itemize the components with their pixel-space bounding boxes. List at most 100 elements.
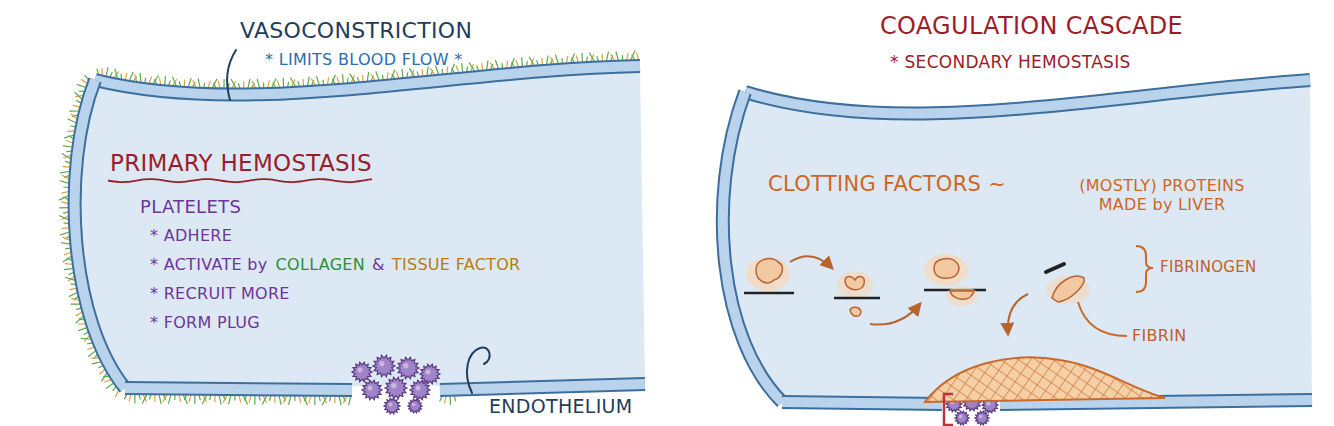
fibril: [291, 78, 296, 87]
fibril: [272, 79, 276, 88]
keyword: COLLAGEN: [276, 255, 366, 274]
fibril: [179, 394, 181, 401]
leader-line: [467, 348, 490, 393]
cascade: [1052, 276, 1084, 302]
fibril: [322, 396, 327, 405]
platelet: [388, 402, 392, 406]
fibril: [339, 396, 341, 405]
fibril: [541, 58, 543, 65]
fibril: [445, 396, 447, 403]
fibril: [299, 396, 301, 403]
fibril: [422, 69, 424, 76]
cascade: [924, 254, 968, 286]
heading: VASOCONSTRICTION: [240, 18, 472, 44]
fibril: [62, 175, 69, 179]
fibril: [631, 51, 635, 60]
fibril: [342, 75, 344, 84]
fibril: [60, 181, 69, 184]
fibril: [268, 81, 270, 88]
fibril: [219, 395, 221, 404]
fibril: [550, 58, 554, 65]
platelet: [352, 362, 372, 381]
subheading: * LIMITS BLOOD FLOW *: [265, 50, 463, 69]
fibril: [231, 80, 236, 89]
fibril: [106, 383, 113, 388]
fibril: [60, 216, 69, 220]
fibril: [129, 72, 133, 81]
fibril: [60, 207, 69, 208]
fibril: [490, 63, 494, 70]
fibril: [337, 77, 339, 84]
cascade: [934, 259, 959, 279]
fibril: [76, 312, 82, 316]
fibril: [243, 395, 247, 404]
fibril: [581, 53, 583, 62]
leader-line: [227, 50, 236, 100]
fibril: [289, 395, 291, 404]
fibril: [134, 394, 135, 403]
fibril: [223, 395, 227, 402]
fibril: [229, 395, 231, 404]
platelet: [986, 401, 990, 405]
fibril: [153, 76, 159, 84]
fibril: [71, 114, 77, 119]
fibril: [163, 394, 167, 401]
fibril: [279, 395, 281, 404]
fibril: [391, 70, 395, 79]
fibril: [371, 74, 375, 81]
fibril: [487, 61, 488, 70]
platelet: [408, 399, 422, 413]
cascade: [746, 257, 790, 291]
fibril: [521, 58, 523, 67]
part-label: FIBRINOGEN: [1160, 258, 1257, 276]
cascade: [834, 297, 880, 300]
fibril: [274, 395, 275, 402]
conjunction: &: [372, 255, 385, 274]
fibril: [212, 79, 217, 88]
fibril: [214, 395, 215, 402]
callout-label: ENDOTHELIUM: [489, 395, 633, 418]
fibril: [239, 395, 241, 402]
fibril: [194, 395, 195, 404]
fibril: [570, 54, 574, 63]
fibril: [105, 380, 112, 382]
platelet: [379, 361, 385, 367]
fibril: [309, 396, 311, 403]
fibril: [159, 394, 161, 403]
fibril: [278, 81, 280, 88]
vessel-rim: [723, 92, 782, 402]
underline: [108, 179, 372, 182]
cascade: [744, 246, 1153, 336]
platelet: [362, 380, 382, 399]
fibril: [92, 362, 101, 364]
fibril: [248, 79, 250, 88]
fibril: [64, 252, 71, 255]
vessel-wall: [745, 80, 1310, 114]
platelet: [416, 386, 421, 391]
vessel-rim: [723, 92, 782, 402]
part-label: FIBRIN: [1132, 326, 1187, 345]
platelet: [373, 355, 395, 376]
brace: [1136, 246, 1153, 292]
fibril: [75, 92, 82, 99]
heading: COAGULATION CASCADE: [880, 12, 1183, 41]
platelet: [955, 411, 969, 425]
fibril: [173, 77, 177, 86]
fibril: [450, 396, 451, 405]
fibril: [431, 69, 435, 76]
lumen: [75, 66, 645, 388]
bracket: [944, 394, 953, 425]
platelet: [979, 415, 983, 419]
fibril: [63, 166, 70, 168]
fibril: [81, 80, 87, 84]
fibril: [410, 69, 415, 78]
vessel-rim: [75, 80, 125, 388]
fibril: [63, 256, 71, 262]
fibril: [223, 79, 224, 88]
platelet: [959, 415, 963, 419]
vessel-rim: [75, 80, 125, 388]
cascade: [1046, 264, 1064, 272]
platelet: [975, 411, 989, 425]
platelet: [403, 363, 409, 369]
